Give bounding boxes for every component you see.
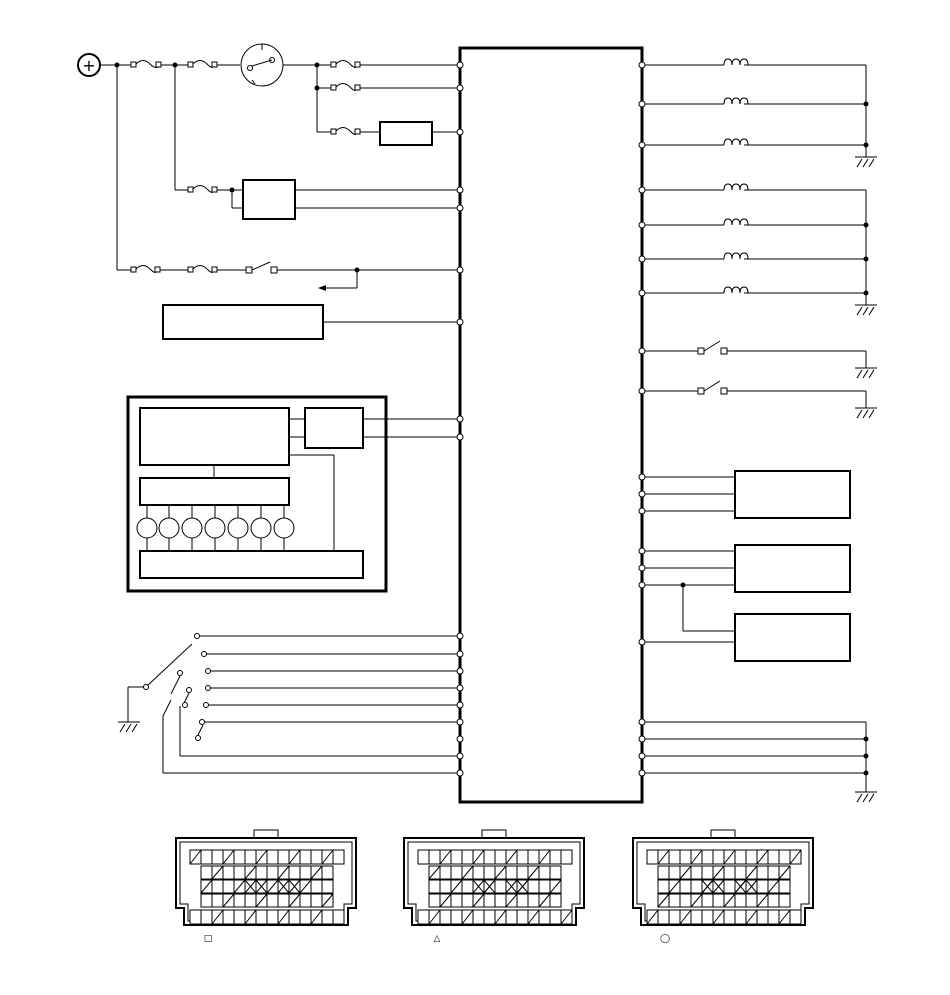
- fuse-8: [187, 265, 218, 273]
- pressure-switch-1: [642, 340, 877, 379]
- sensor-box-1: [642, 470, 851, 519]
- solenoid-group-2: [642, 183, 877, 316]
- fuse-7: [130, 265, 161, 273]
- solenoid-group-1: [642, 58, 877, 168]
- connector-mark-square: □: [204, 934, 213, 944]
- connector-mark-circle: ◯: [660, 934, 670, 944]
- module-box-1: [242, 179, 296, 220]
- brake-switch: [245, 261, 278, 274]
- battery-plus: +: [82, 56, 95, 75]
- indicator-lamps: [136, 505, 295, 551]
- fuse-4: [330, 83, 361, 91]
- fuse-3: [330, 60, 361, 68]
- sensor-box-2: [642, 544, 851, 593]
- ground-lines: [642, 721, 877, 803]
- ecu-right-pins: [638, 61, 646, 777]
- ignition-switch: [240, 43, 284, 87]
- sensor-box-3: [642, 585, 851, 662]
- ecu-left-pins: [456, 61, 464, 777]
- combination-meter: [126, 395, 460, 593]
- range-selector-switch: [118, 633, 460, 774]
- fuse-5: [330, 127, 361, 135]
- connector-view-3: [632, 829, 814, 926]
- pressure-switch-2: [642, 380, 877, 419]
- control-unit-box: [458, 46, 644, 804]
- connector-mark-triangle: △: [434, 934, 441, 944]
- relay-box: [379, 121, 433, 146]
- battery-symbol: +: [77, 53, 101, 77]
- connector-view-1: [175, 829, 357, 926]
- fuse-1: [130, 60, 162, 68]
- fuse-6: [187, 185, 218, 193]
- connector-view-2: [403, 829, 585, 926]
- module-box-2: [162, 304, 324, 340]
- connector-face-views: [175, 829, 814, 926]
- fuse-2: [187, 60, 218, 68]
